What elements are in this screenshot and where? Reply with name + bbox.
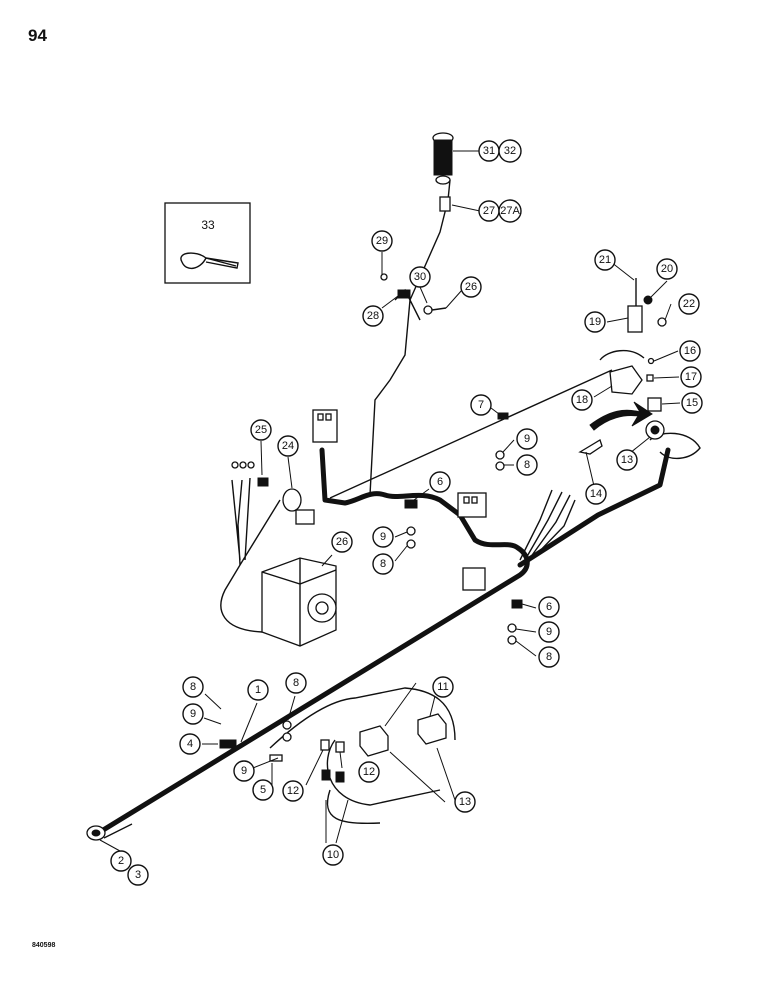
figure-code: 840598 <box>32 942 56 949</box>
callout-6-lower: 6 <box>538 596 560 618</box>
svg-text:4: 4 <box>187 738 193 750</box>
svg-text:6: 6 <box>437 476 443 488</box>
svg-text:29: 29 <box>376 235 388 247</box>
callout-32: 31 <box>478 140 500 162</box>
callout-8-left: 8 <box>182 676 204 698</box>
callout-17: 16 <box>679 340 701 362</box>
svg-text:8: 8 <box>546 651 552 663</box>
callout-2: 2 <box>110 850 132 872</box>
svg-text:20: 20 <box>661 263 673 275</box>
svg-text:22: 22 <box>683 298 695 310</box>
svg-text:5: 5 <box>260 784 266 796</box>
callout-6-middle: 6 <box>429 471 451 493</box>
callout-19: 18 <box>571 389 593 411</box>
svg-text:30: 30 <box>414 271 426 283</box>
svg-text:10: 10 <box>327 849 339 861</box>
callout-13: 1313 <box>454 791 476 813</box>
svg-text:32: 32 <box>504 145 516 157</box>
callout-5: 5 <box>252 779 274 801</box>
callout-32a: 32 <box>498 139 522 163</box>
callout-8-lower: 8 <box>538 646 560 668</box>
svg-text:2: 2 <box>118 855 124 867</box>
callout-21: 20 <box>656 258 678 280</box>
svg-text:19: 19 <box>589 316 601 328</box>
svg-text:25: 25 <box>255 424 267 436</box>
svg-text:8: 8 <box>380 558 386 570</box>
callout-4: 4 <box>179 733 201 755</box>
svg-text:7: 7 <box>478 399 484 411</box>
cable-tie-inset <box>164 202 251 284</box>
svg-text:1: 1 <box>255 684 261 696</box>
callout-12-left: 12 <box>282 780 304 802</box>
callout-9-center: 9 <box>233 760 255 782</box>
svg-text:12: 12 <box>363 766 375 778</box>
callout-24: 24 <box>277 435 299 457</box>
callout-25: 25 <box>250 419 272 441</box>
callout-27a: 27A <box>498 199 522 223</box>
callout-9-middle: 9 <box>372 526 394 548</box>
svg-text:31: 31 <box>483 145 495 157</box>
svg-text:17: 17 <box>685 371 697 383</box>
svg-text:16: 16 <box>684 345 696 357</box>
svg-text:9: 9 <box>524 433 530 445</box>
svg-text:33: 33 <box>201 218 215 232</box>
svg-text:9: 9 <box>190 708 196 720</box>
svg-text:3: 3 <box>135 869 141 881</box>
callout-1: 1 <box>247 679 269 701</box>
svg-text:27: 27 <box>483 205 495 217</box>
callout-22: 21 <box>594 249 616 271</box>
callout-8-center: 8 <box>285 672 307 694</box>
svg-text:21: 21 <box>599 254 611 266</box>
leader-lines <box>99 150 681 852</box>
callout-9-lower: 9 <box>538 621 560 643</box>
svg-text:26: 26 <box>465 281 477 293</box>
callout-9-upper: 9 <box>516 428 538 450</box>
callout-labels: 33 31 32 27 27A 29 28 30 26 21 20 22 19 … <box>110 139 703 886</box>
main-harness <box>92 179 701 838</box>
svg-text:9: 9 <box>380 531 386 543</box>
svg-text:14: 14 <box>590 488 602 500</box>
svg-text:15: 15 <box>686 397 698 409</box>
svg-text:9: 9 <box>241 765 247 777</box>
svg-text:18: 18 <box>576 394 588 406</box>
callout-33: 33 <box>201 218 215 232</box>
callout-15: 14 <box>585 483 607 505</box>
svg-text:8: 8 <box>293 677 299 689</box>
svg-text:13: 13 <box>459 796 471 808</box>
callout-29: 26 <box>460 276 482 298</box>
callout-23: 22 <box>678 293 700 315</box>
callout-9-left: 9 <box>182 703 204 725</box>
callout-30: 30 <box>409 266 431 288</box>
callout-8-middle: 8 <box>372 553 394 575</box>
callout-8-upper: 8 <box>516 454 538 476</box>
svg-text:26: 26 <box>336 536 348 548</box>
svg-text:12: 12 <box>287 785 299 797</box>
callout-10: 10 <box>322 844 344 866</box>
callout-27: 27 <box>478 200 500 222</box>
svg-text:13: 13 <box>621 454 633 466</box>
callout-12-right: 12 <box>358 761 380 783</box>
callout-26: 2626 <box>331 531 353 553</box>
svg-text:11: 11 <box>437 681 448 693</box>
callout-3: 3 <box>127 864 149 886</box>
svg-text:8: 8 <box>190 681 196 693</box>
callout-28: 28 <box>362 305 384 327</box>
svg-text:8: 8 <box>524 459 530 471</box>
part-shapes <box>86 132 667 841</box>
callout-11: 11 <box>432 676 454 698</box>
svg-text:6: 6 <box>546 601 552 613</box>
callout-20: 19 <box>584 311 606 333</box>
svg-text:28: 28 <box>367 310 379 322</box>
svg-text:9: 9 <box>546 626 552 638</box>
svg-text:27A: 27A <box>500 205 520 217</box>
callout-18: 17 <box>680 366 702 388</box>
page-number: 94 <box>28 26 47 45</box>
callout-31: 29 <box>371 230 393 252</box>
svg-text:24: 24 <box>282 440 294 452</box>
callout-7: 7 <box>470 394 492 416</box>
callout-14: 13 <box>616 449 638 471</box>
callout-16: 15 <box>681 392 703 414</box>
